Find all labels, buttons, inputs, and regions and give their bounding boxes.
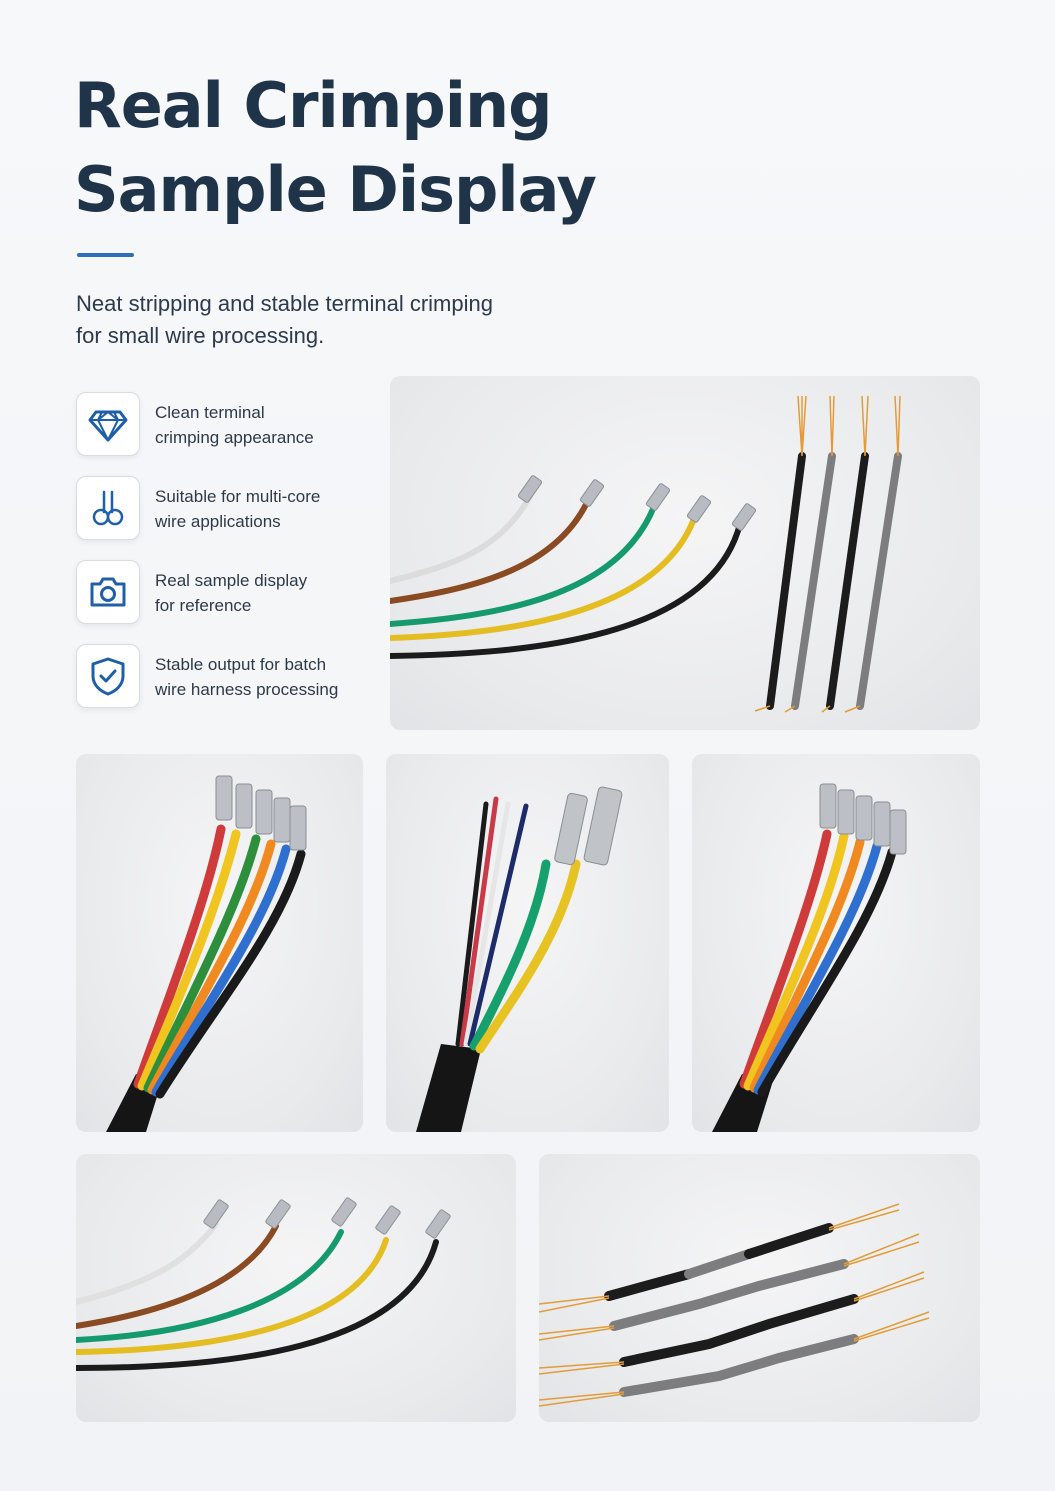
sample-photo-fanned-wires-and-harnesses xyxy=(390,376,980,730)
title-accent-bar xyxy=(77,253,134,257)
feature-item-clean-terminal: Clean terminal crimping appearance xyxy=(76,392,376,458)
sample-photo-multicore-cable-1 xyxy=(76,754,363,1132)
multi-core-wire-icon xyxy=(76,476,140,540)
feature-line-1: Suitable for multi-core xyxy=(155,487,321,506)
title-line-2: Sample Display xyxy=(74,153,597,226)
page-subtitle: Neat stripping and stable terminal crimp… xyxy=(76,291,493,348)
feature-line-1: Real sample display xyxy=(155,571,308,590)
feature-text: Real sample display for reference xyxy=(155,568,375,618)
title-line-1: Real Crimping xyxy=(74,69,553,142)
feature-text: Stable output for batch wire harness pro… xyxy=(155,652,375,702)
feature-item-stable-output: Stable output for batch wire harness pro… xyxy=(76,644,376,710)
feature-line-1: Stable output for batch xyxy=(155,655,327,674)
sample-photo-sleeved-harnesses xyxy=(539,1154,980,1422)
feature-item-real-sample: Real sample display for reference xyxy=(76,560,376,626)
feature-line-2: wire applications xyxy=(155,512,281,531)
feature-item-multi-core: Suitable for multi-core wire application… xyxy=(76,476,376,542)
sample-photo-cable-with-terminals xyxy=(386,754,669,1132)
feature-list: Clean terminal crimping appearance Suita… xyxy=(76,392,376,728)
feature-line-2: wire harness processing xyxy=(155,680,339,699)
feature-line-2: for reference xyxy=(155,596,252,615)
camera-icon xyxy=(76,560,140,624)
page-title: Real Crimping Sample Display xyxy=(74,64,597,232)
feature-line-2: crimping appearance xyxy=(155,428,314,447)
sample-photo-multicore-cable-2 xyxy=(692,754,980,1132)
feature-text: Suitable for multi-core wire application… xyxy=(155,484,375,534)
sample-photo-single-wires-crimped xyxy=(76,1154,516,1422)
feature-text: Clean terminal crimping appearance xyxy=(155,400,375,450)
shield-check-icon xyxy=(76,644,140,708)
diamond-icon xyxy=(76,392,140,456)
feature-line-1: Clean terminal xyxy=(155,403,265,422)
